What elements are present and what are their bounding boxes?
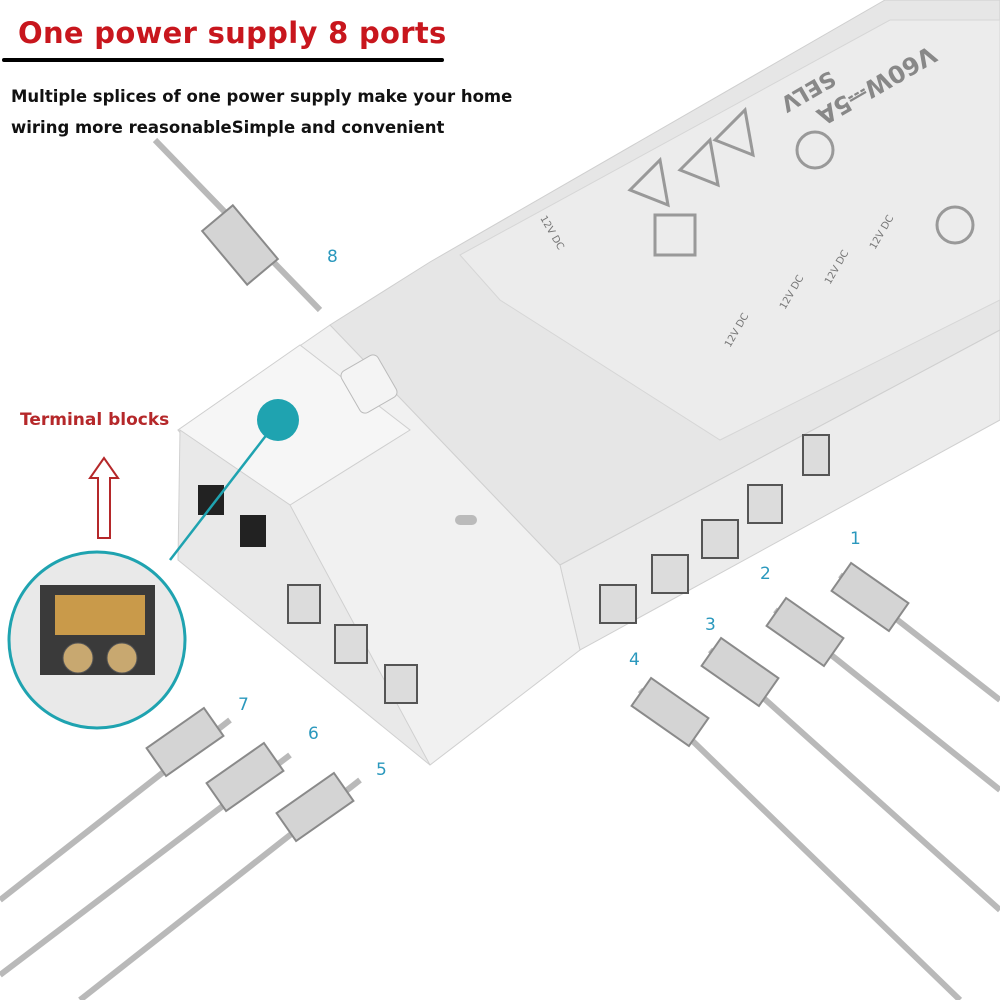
port-number-4: 4: [629, 650, 640, 670]
port-number-7: 7: [238, 695, 249, 715]
port-number-2: 2: [760, 564, 771, 584]
power-supply: SELV V60W⎓5A 12V DC 12V DC 12V DC 12V DC…: [177, 0, 1000, 766]
terminal-callout: [7, 399, 299, 730]
arrow-up-icon: [88, 456, 120, 539]
port-number-3: 3: [705, 615, 716, 635]
port-number-8: 8: [327, 247, 338, 267]
subtitle-line-2: wiring more reasonableSimple and conveni…: [11, 118, 445, 137]
title-underline: [2, 58, 444, 62]
port-number-1: 1: [850, 529, 861, 549]
page-title: One power supply 8 ports: [18, 16, 447, 50]
port-number-5: 5: [376, 760, 387, 780]
port-number-6: 6: [308, 724, 319, 744]
terminal-blocks-label: Terminal blocks: [20, 410, 170, 430]
subtitle-line-1: Multiple splices of one power supply mak…: [11, 87, 513, 106]
